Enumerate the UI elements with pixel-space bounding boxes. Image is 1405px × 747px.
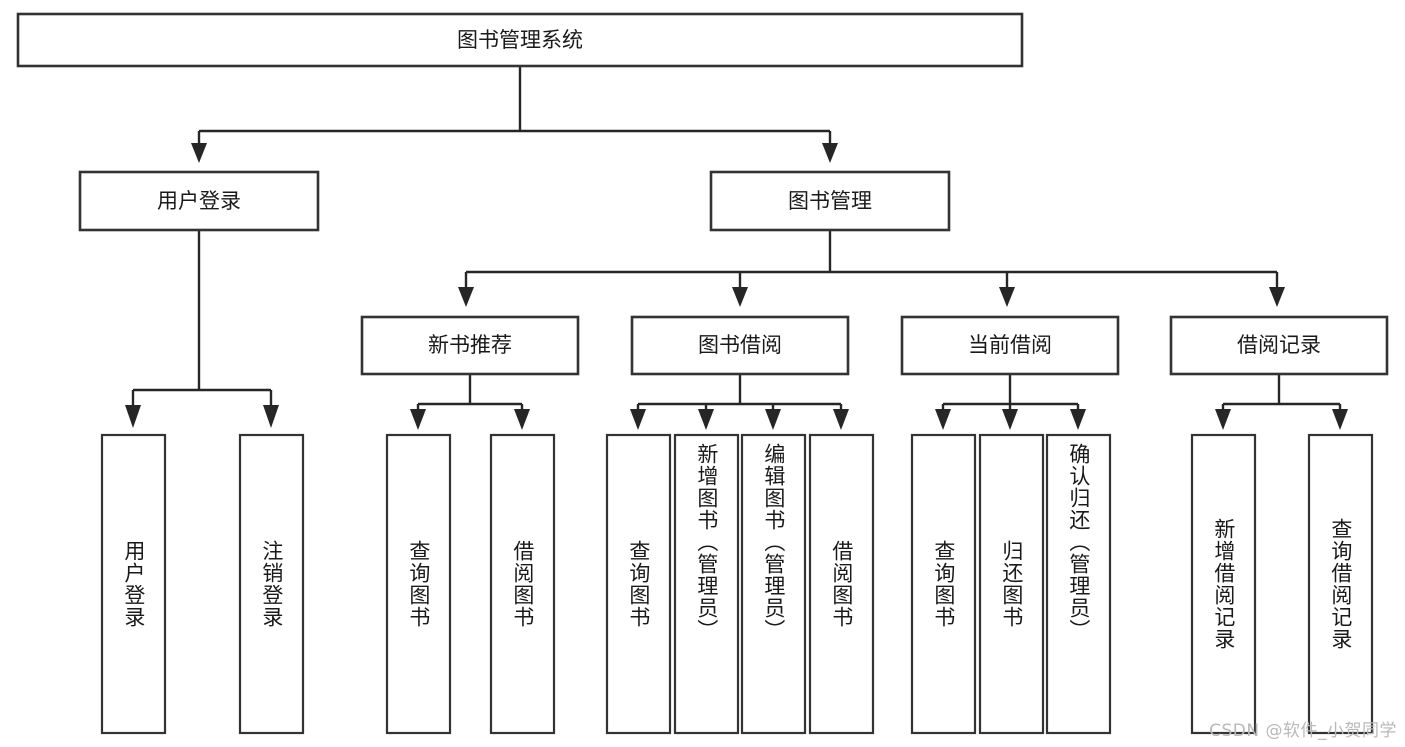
arrow-head-icon (833, 409, 849, 430)
csdn-watermark: CSDN @软件_小贺同学 (1209, 721, 1397, 741)
arrow-head-icon (263, 405, 279, 428)
node-book-manage[interactable]: 图书管理 (709, 170, 951, 232)
arrow-head-icon (191, 143, 207, 163)
arrow-head-icon (822, 143, 838, 163)
leaf-query-book-1-box[interactable] (385, 433, 452, 735)
connector-borrowrecord-to-leaves (1215, 374, 1348, 430)
node-book-manage-label: 图书管理 (788, 189, 872, 213)
node-book-borrow-box[interactable] (630, 315, 850, 376)
arrow-head-icon (698, 409, 714, 430)
node-root[interactable]: 图书管理系统 (16, 12, 1024, 68)
leaf-confirm-return-box[interactable] (1045, 433, 1112, 735)
arrow-head-icon (1002, 409, 1018, 430)
arrow-head-icon (410, 409, 426, 430)
node-current-borrow-box[interactable] (900, 315, 1120, 376)
leaf-add-record-box[interactable] (1190, 433, 1257, 735)
connector-userlogin-to-leaves (125, 230, 279, 428)
node-root-label: 图书管理系统 (457, 28, 583, 52)
node-new-book-rec-label: 新书推荐 (428, 333, 512, 357)
leaf-query-book-3-box[interactable] (910, 433, 977, 735)
connector-bookmanage-to-level3 (458, 230, 1285, 307)
leaf-logout-login-box[interactable] (238, 433, 305, 735)
node-borrow-record[interactable]: 借阅记录 (1169, 315, 1389, 376)
node-book-manage-box[interactable] (709, 170, 951, 232)
node-user-login[interactable]: 用户登录 (78, 170, 320, 232)
node-user-login-box[interactable] (78, 170, 320, 232)
node-current-borrow-label: 当前借阅 (968, 333, 1052, 357)
arrow-head-icon (630, 409, 646, 430)
leaf-edit-book-box[interactable] (740, 433, 807, 735)
node-new-book-rec-box[interactable] (360, 315, 580, 376)
node-user-login-label: 用户登录 (157, 189, 241, 213)
arrow-head-icon (125, 405, 141, 428)
connector-newbookrec-to-leaves (410, 374, 530, 430)
node-root-box[interactable] (16, 12, 1024, 68)
arrow-head-icon (935, 409, 951, 430)
node-book-borrow[interactable]: 图书借阅 (630, 315, 850, 376)
arrow-head-icon (1070, 409, 1086, 430)
arrow-head-icon (1215, 409, 1231, 430)
node-new-book-rec[interactable]: 新书推荐 (360, 315, 580, 376)
node-current-borrow[interactable]: 当前借阅 (900, 315, 1120, 376)
leaf-return-book-box[interactable] (978, 433, 1045, 735)
leaf-user-login-box[interactable] (100, 433, 167, 735)
leaf-query-record-box[interactable] (1307, 433, 1374, 735)
arrow-head-icon (765, 409, 781, 430)
arrow-head-icon (514, 409, 530, 430)
node-borrow-record-label: 借阅记录 (1237, 333, 1321, 357)
leaf-borrow-book-2-box[interactable] (808, 433, 875, 735)
connector-currentborrow-to-leaves (935, 374, 1086, 430)
node-book-borrow-label: 图书借阅 (698, 333, 782, 357)
leaf-add-book-box[interactable] (673, 433, 740, 735)
arrow-head-icon (1269, 287, 1285, 307)
leaf-borrow-book-1-box[interactable] (489, 433, 556, 735)
leaf-query-book-2-box[interactable] (605, 433, 672, 735)
arrow-head-icon (732, 287, 748, 307)
arrow-head-icon (1332, 409, 1348, 430)
leaf-boxes (100, 433, 1374, 735)
connector-bookborrow-to-leaves (630, 374, 849, 430)
arrow-head-icon (458, 287, 474, 307)
connector-root-to-level2 (191, 66, 838, 163)
arrow-head-icon (999, 287, 1015, 307)
node-borrow-record-box[interactable] (1169, 315, 1389, 376)
